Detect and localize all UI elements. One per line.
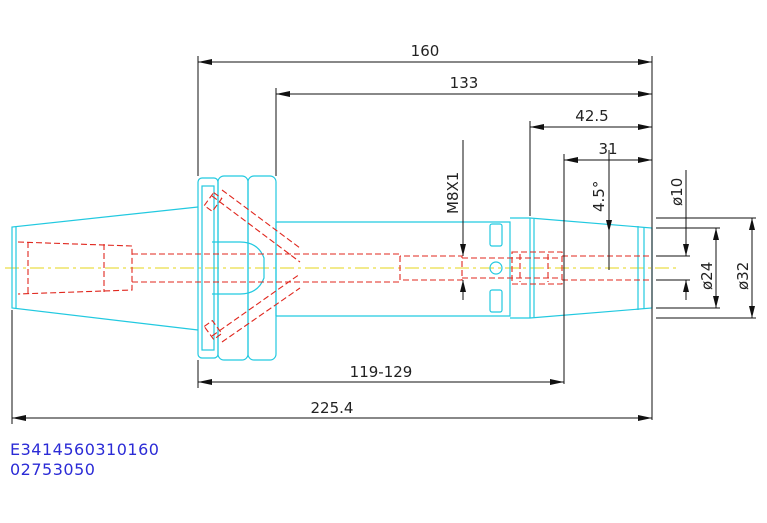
dimension-geometry <box>11 56 756 424</box>
hidden-features <box>17 189 652 343</box>
dim-thread: M8X1 <box>444 172 462 214</box>
dim-taper-angle: 4.5° <box>590 181 608 212</box>
catalog-number: 02753050 <box>10 460 96 479</box>
dim-outer-diameter: ø32 <box>734 262 752 290</box>
dim-shank-length: 133 <box>450 74 479 92</box>
dim-adjust-range: 119-129 <box>350 363 413 381</box>
part-number: E3414560310160 <box>10 440 160 459</box>
dim-overall-length: 160 <box>411 42 440 60</box>
dim-inner-diameter: ø24 <box>698 262 716 290</box>
taper-shank <box>11 206 199 331</box>
dim-total-length: 225.4 <box>311 399 354 417</box>
dim-clamp-length: 31 <box>598 140 617 158</box>
dim-nose-length: 42.5 <box>575 107 608 125</box>
dim-bore-diameter: ø10 <box>668 178 686 206</box>
tool-body <box>11 175 653 361</box>
shank-body <box>276 221 511 317</box>
code-block: E3414560310160 02753050 <box>10 440 159 480</box>
